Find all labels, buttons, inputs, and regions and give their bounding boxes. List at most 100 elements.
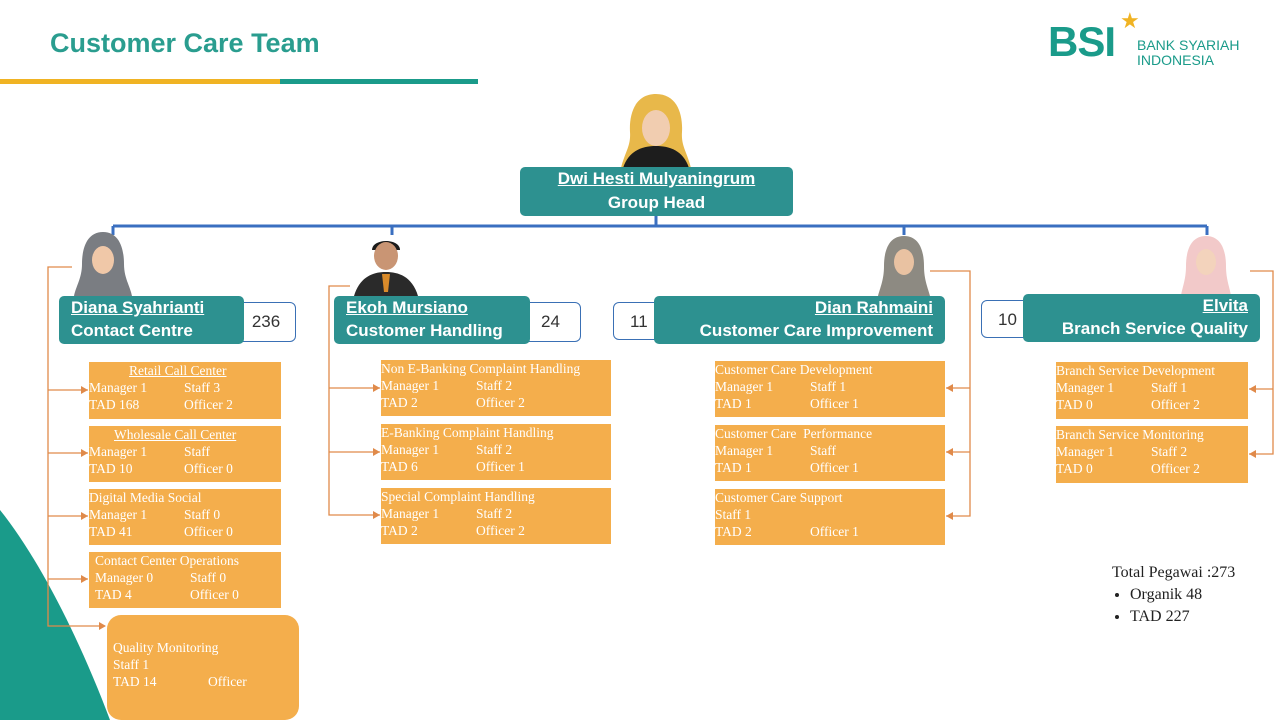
unit-title: Customer Care Development: [715, 362, 873, 377]
unit-cell: Manager 1: [89, 507, 148, 522]
summary-organik: Organik 48: [1130, 584, 1235, 606]
unit-e-banking-complaint-handling: E-Banking Complaint Handling Manager 1 St…: [381, 424, 611, 480]
unit-title: Special Complaint Handling: [381, 489, 535, 504]
unit-cell: TAD 168: [89, 397, 140, 412]
unit-title: E-Banking Complaint Handling: [381, 425, 554, 440]
unit-special-complaint-handling: Special Complaint Handling Manager 1 Staf…: [381, 488, 611, 544]
unit-cell: Staff 1: [810, 379, 847, 394]
unit-cell: Officer 2: [476, 395, 525, 410]
unit-cell: TAD 4: [95, 587, 132, 602]
unit-title: Branch Service Monitoring: [1056, 427, 1204, 442]
unit-cell: Manager 1: [89, 444, 148, 459]
manager-avatar-diana: [74, 232, 132, 296]
unit-cell: TAD 0: [1056, 461, 1093, 476]
manager-unit: Customer Handling: [346, 321, 503, 340]
unit-cell: Manager 1: [381, 506, 440, 521]
unit-cell: Staff 2: [476, 506, 513, 521]
title-underline-teal: [280, 79, 478, 84]
unit-cell: Staff 2: [476, 442, 513, 457]
unit-cell: Manager 1: [715, 443, 774, 458]
unit-title: Retail Call Center: [129, 363, 227, 378]
summary-tad: TAD 227: [1130, 606, 1235, 628]
count-badge-branch-service-quality: 10: [981, 300, 1031, 338]
unit-cell: TAD 41: [89, 524, 133, 539]
unit-cell: Staff 2: [1151, 444, 1188, 459]
manager-box-branch-service-quality: Elvita Branch Service Quality: [1023, 294, 1260, 342]
unit-title: Digital Media Social: [89, 490, 202, 505]
unit-cell: TAD 1: [715, 460, 752, 475]
unit-branch-service-development: Branch Service Development Manager 1 Staf…: [1056, 362, 1248, 419]
manager-name: Ekoh Mursiano: [346, 298, 468, 317]
manager-box-customer-handling: Ekoh Mursiano Customer Handling: [334, 296, 530, 344]
manager-unit: Branch Service Quality: [1061, 319, 1248, 338]
unit-title: Customer Care Support: [715, 490, 843, 505]
star-icon: ★: [1120, 8, 1140, 33]
unit-cell: Officer 2: [184, 397, 233, 412]
unit-cell: Staff 1: [715, 507, 752, 522]
unit-cell: Staff 3: [184, 380, 221, 395]
group-head-box: Dwi Hesti Mulyaningrum Group Head: [520, 167, 793, 216]
summary-list: Organik 48 TAD 227: [1112, 584, 1235, 628]
unit-title: Non E-Banking Complaint Handling: [381, 361, 581, 376]
unit-title: Wholesale Call Center: [114, 427, 237, 442]
bank-name-line1: BANK SYARIAH: [1137, 37, 1240, 53]
page-title: Customer Care Team: [50, 28, 320, 58]
manager-name: Dian Rahmaini: [814, 298, 933, 317]
unit-cell: Officer 2: [1151, 397, 1200, 412]
unit-cell: TAD 2: [381, 395, 418, 410]
unit-cell: TAD 1: [715, 396, 752, 411]
head-avatar: [621, 94, 691, 168]
employee-summary: Total Pegawai :273 Organik 48 TAD 227: [1112, 562, 1235, 628]
bsi-logo: BSI: [1048, 18, 1116, 65]
unit-cell: Officer 1: [810, 524, 859, 539]
manager-box-contact-centre: Diana Syahrianti Contact Centre: [59, 296, 244, 344]
unit-cell: Officer: [208, 674, 247, 689]
unit-cell: Officer 1: [476, 459, 525, 474]
unit-cell: Manager 1: [1056, 380, 1115, 395]
manager-unit: Customer Care Improvement: [699, 321, 933, 340]
unit-cell: Staff 1: [1151, 380, 1188, 395]
group-head-name: Dwi Hesti Mulyaningrum: [557, 169, 756, 188]
manager-box-customer-care-improvement: Dian Rahmaini Customer Care Improvement: [654, 296, 945, 344]
unit-cell: Staff: [810, 443, 836, 458]
unit-cell: TAD 14: [113, 674, 157, 689]
manager-name: Diana Syahrianti: [71, 298, 205, 317]
unit-cell: TAD 2: [381, 523, 418, 538]
unit-cell: Manager 1: [89, 380, 148, 395]
unit-cell: Staff 0: [184, 507, 221, 522]
unit-digital-media-social: Digital Media Social Manager 1 Staff 0 TA…: [89, 489, 281, 545]
unit-retail-call-center: Retail Call Center Manager 1 Staff 3 TAD …: [89, 362, 281, 419]
unit-cell: Staff 0: [190, 570, 227, 585]
unit-cell: Staff: [184, 444, 210, 459]
title-underline-yellow: [0, 79, 280, 84]
unit-cell: Staff 2: [476, 378, 513, 393]
unit-cell: Officer 2: [476, 523, 525, 538]
unit-cell: Manager 1: [1056, 444, 1115, 459]
unit-title: Contact Center Operations: [95, 553, 239, 568]
summary-total: Total Pegawai :273: [1112, 564, 1236, 581]
unit-title: Customer Care Performance: [715, 426, 873, 441]
unit-branch-service-monitoring: Branch Service Monitoring Manager 1 Staff…: [1056, 426, 1248, 483]
unit-title: Quality Monitoring: [113, 640, 219, 655]
unit-cell: Officer 1: [810, 460, 859, 475]
unit-cell: TAD 0: [1056, 397, 1093, 412]
unit-non-e-banking-complaint-handling: Non E-Banking Complaint Handling Manager…: [381, 360, 611, 416]
unit-cell: Officer 0: [184, 524, 233, 539]
count-badge-customer-handling: 24: [520, 302, 581, 342]
unit-cell: Manager 1: [381, 378, 440, 393]
unit-title: Branch Service Development: [1056, 363, 1215, 378]
count-badge-contact-centre: 236: [236, 302, 296, 342]
manager-unit: Contact Centre: [71, 321, 193, 340]
unit-cell: Officer 2: [1151, 461, 1200, 476]
unit-cell: Manager 1: [381, 442, 440, 457]
manager-avatar-dian: [878, 236, 930, 296]
bank-name: BANK SYARIAH INDONESIA: [1137, 38, 1239, 68]
manager-name: Elvita: [1202, 296, 1248, 315]
unit-cell: Officer 1: [810, 396, 859, 411]
bank-name-line2: INDONESIA: [1137, 52, 1215, 68]
